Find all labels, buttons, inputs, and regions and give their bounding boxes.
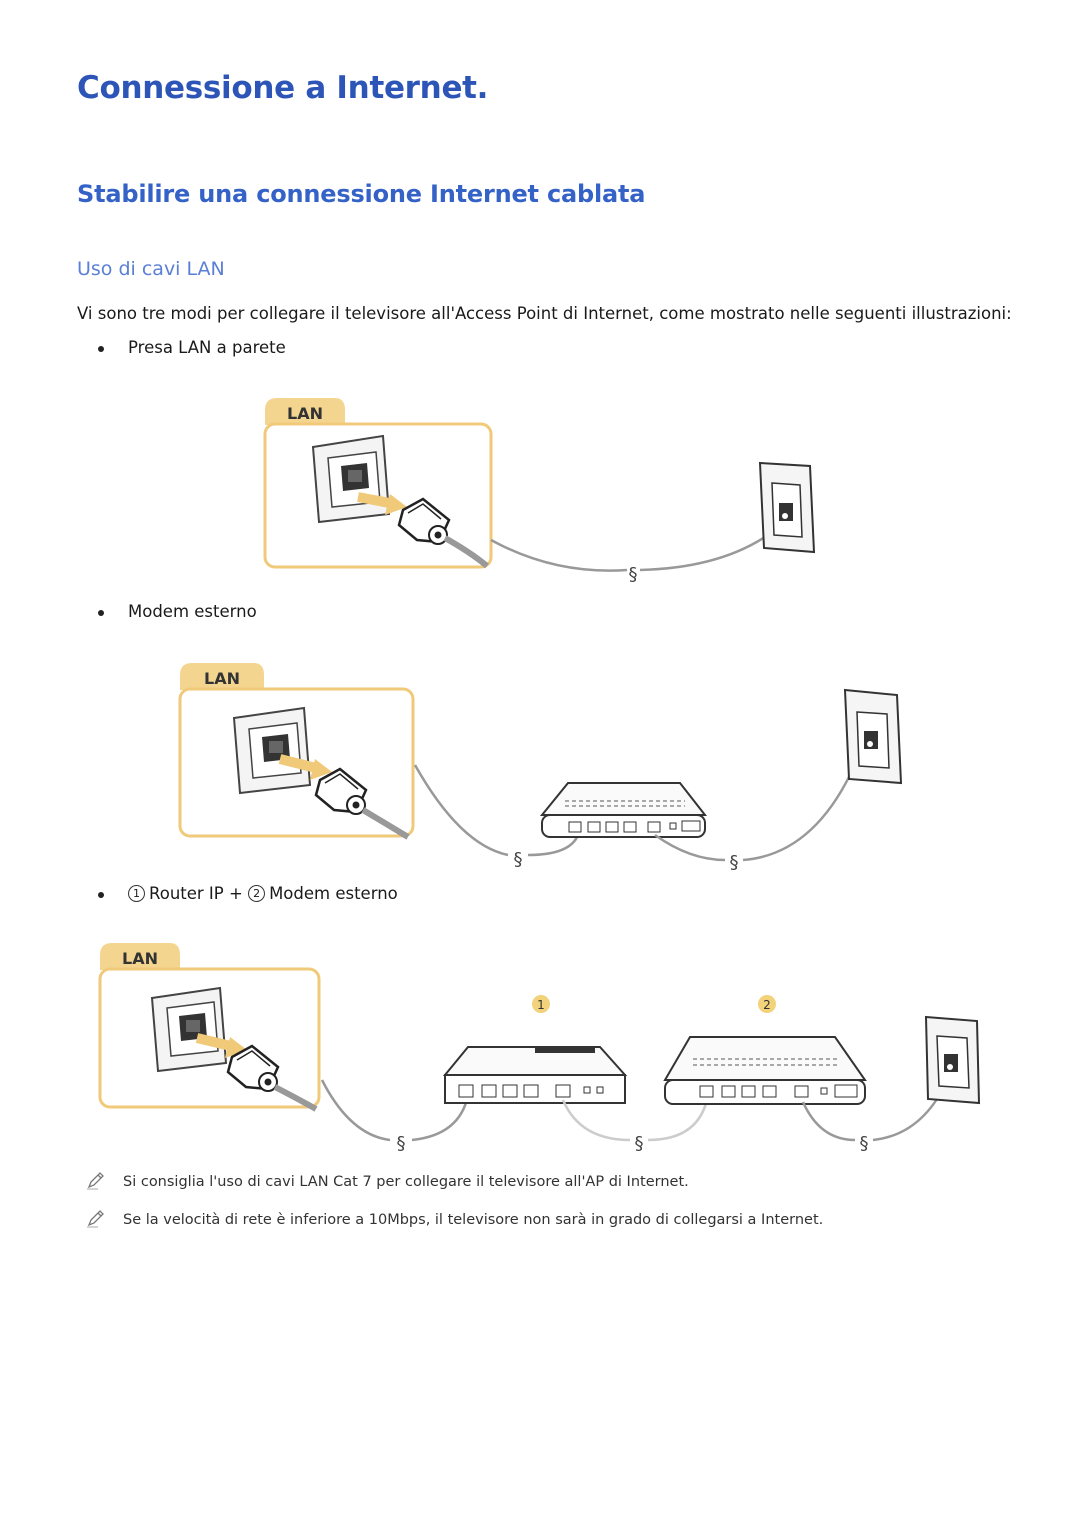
lan-tab-label: LAN — [204, 669, 240, 688]
cable-break-icon: § — [397, 1133, 406, 1154]
wall-socket-icon — [311, 434, 391, 524]
cable-break-icon: § — [860, 1133, 869, 1154]
lan-cable — [413, 764, 509, 857]
intro-paragraph: Vi sono tre modi per collegare il televi… — [77, 304, 1012, 323]
bullet-label: Modem esterno — [128, 602, 257, 621]
bullet-dot — [98, 610, 104, 616]
router-marker — [532, 995, 550, 1013]
note: Si consiglia l'uso di cavi LAN Cat 7 per… — [86, 1172, 986, 1196]
wall-socket-icon — [150, 986, 228, 1073]
cable-break-icon: § — [629, 564, 638, 585]
lan-tab-label: LAN — [122, 949, 158, 968]
modem-icon — [663, 1036, 867, 1105]
pencil-icon — [87, 1172, 104, 1190]
note-text: Se la velocità di rete è inferiore a 10M… — [123, 1212, 824, 1228]
wall-outlet-icon — [924, 1015, 981, 1105]
lan-inset: LAN — [263, 398, 493, 569]
wall-socket-icon — [232, 706, 312, 795]
lan-inset: LAN — [178, 663, 415, 840]
bullet-dot — [98, 892, 104, 898]
list-item: Modem esterno — [77, 602, 477, 624]
ethernet-plug-icon — [226, 1044, 280, 1092]
modem-marker-label: 2 — [763, 998, 771, 1012]
cable-break-icon: § — [635, 1133, 644, 1154]
cable-break-icon: § — [730, 852, 739, 873]
lan-inset: LAN — [98, 943, 321, 1112]
cable-break-icon: § — [514, 849, 523, 870]
lan-tab-label: LAN — [287, 404, 323, 423]
bullet-label: Presa LAN a parete — [128, 338, 286, 357]
lan-cable — [527, 834, 580, 857]
ethernet-plug-icon — [397, 497, 451, 545]
router-label: Router IP + — [149, 884, 243, 903]
lan-cable — [639, 529, 776, 572]
modem-marker — [758, 995, 776, 1013]
modem-icon — [539, 782, 708, 838]
ethernet-plug-icon — [314, 767, 368, 815]
number-marker-1: 1 — [128, 885, 145, 902]
section-title: Stabilire una connessione Internet cabla… — [77, 180, 646, 208]
wall-outlet-icon — [843, 688, 903, 785]
lan-cable — [654, 833, 726, 862]
note-text: Si consiglia l'uso di cavi LAN Cat 7 per… — [123, 1174, 689, 1190]
number-marker-2: 2 — [248, 885, 266, 902]
lan-cable — [320, 1079, 391, 1142]
figure-router-modem: LAN § 1 § 2 — [98, 943, 981, 1154]
figure-external-modem: LAN § § — [178, 663, 903, 873]
lan-tab — [180, 663, 264, 690]
figure-wall-lan: LAN § — [263, 398, 816, 585]
lan-cable — [801, 1101, 856, 1142]
list-item: Presa LAN a parete — [77, 338, 477, 360]
lan-cable — [561, 1099, 631, 1142]
router-icon — [442, 1046, 628, 1104]
lan-tab — [265, 398, 345, 425]
router-marker-label: 1 — [537, 998, 545, 1012]
lan-cable — [742, 774, 852, 862]
modem-label: Modem esterno — [269, 884, 398, 903]
pencil-icon — [87, 1210, 104, 1228]
wall-outlet-icon — [758, 461, 816, 554]
bullet-dot — [98, 346, 104, 352]
page-title: Connessione a Internet. — [77, 70, 489, 106]
lan-tab — [100, 943, 180, 970]
note: Se la velocità di rete è inferiore a 10M… — [86, 1210, 986, 1234]
subsection-title: Uso di cavi LAN — [77, 258, 225, 280]
lan-cable — [490, 538, 628, 572]
